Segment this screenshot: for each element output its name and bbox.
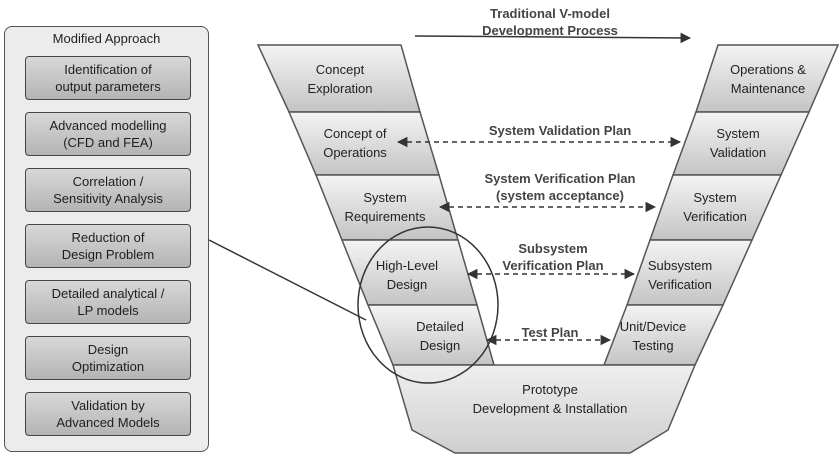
plan-system-verification: System Verification Plan (system accepta… (484, 171, 636, 203)
connector-line (208, 239, 367, 321)
step-advanced-modelling: Advanced modelling (CFD and FEA) (25, 112, 191, 156)
label-concept-exploration: Concept Exploration (307, 62, 373, 96)
label-high-level-design: High-Level Design (375, 258, 439, 292)
step-correlation: Correlation / Sensitivity Analysis (25, 168, 191, 212)
step-design-optimization: Design Optimization (25, 336, 191, 380)
step-identification: Identification of output parameters (25, 56, 191, 100)
label-system-verification: System Verification (683, 190, 747, 224)
label-system-requirements: System Requirements (344, 190, 426, 224)
label-prototype: Prototype Development & Installation (472, 382, 628, 416)
label-system-validation: System Validation (709, 126, 767, 160)
title-arrow (414, 32, 692, 44)
plan-system-validation: System Validation Plan (488, 123, 632, 138)
modified-approach-title: Modified Approach (52, 31, 161, 46)
step-reduction: Reduction of Design Problem (25, 224, 191, 268)
step-detailed-models: Detailed analytical / LP models (25, 280, 191, 324)
band-prototype (391, 364, 697, 454)
design-highlight-ellipse (357, 226, 499, 384)
label-concept-of-operations: Concept of Operations (323, 126, 387, 160)
modified-approach-panel: Modified Approach Identification of outp… (4, 26, 209, 452)
diagram-title: Traditional V-model Development Process (482, 6, 618, 38)
label-unit-device-testing: Unit/Device Testing (619, 319, 687, 353)
plan-subsystem-verification: Subsystem Verification Plan (502, 241, 604, 273)
plan-test: Test Plan (521, 325, 579, 340)
step-validation: Validation by Advanced Models (25, 392, 191, 436)
label-subsystem-verification: Subsystem Verification (647, 258, 713, 292)
label-detailed-design: Detailed Design (416, 319, 464, 353)
label-operations-maintenance: Operations & Maintenance (730, 62, 806, 96)
